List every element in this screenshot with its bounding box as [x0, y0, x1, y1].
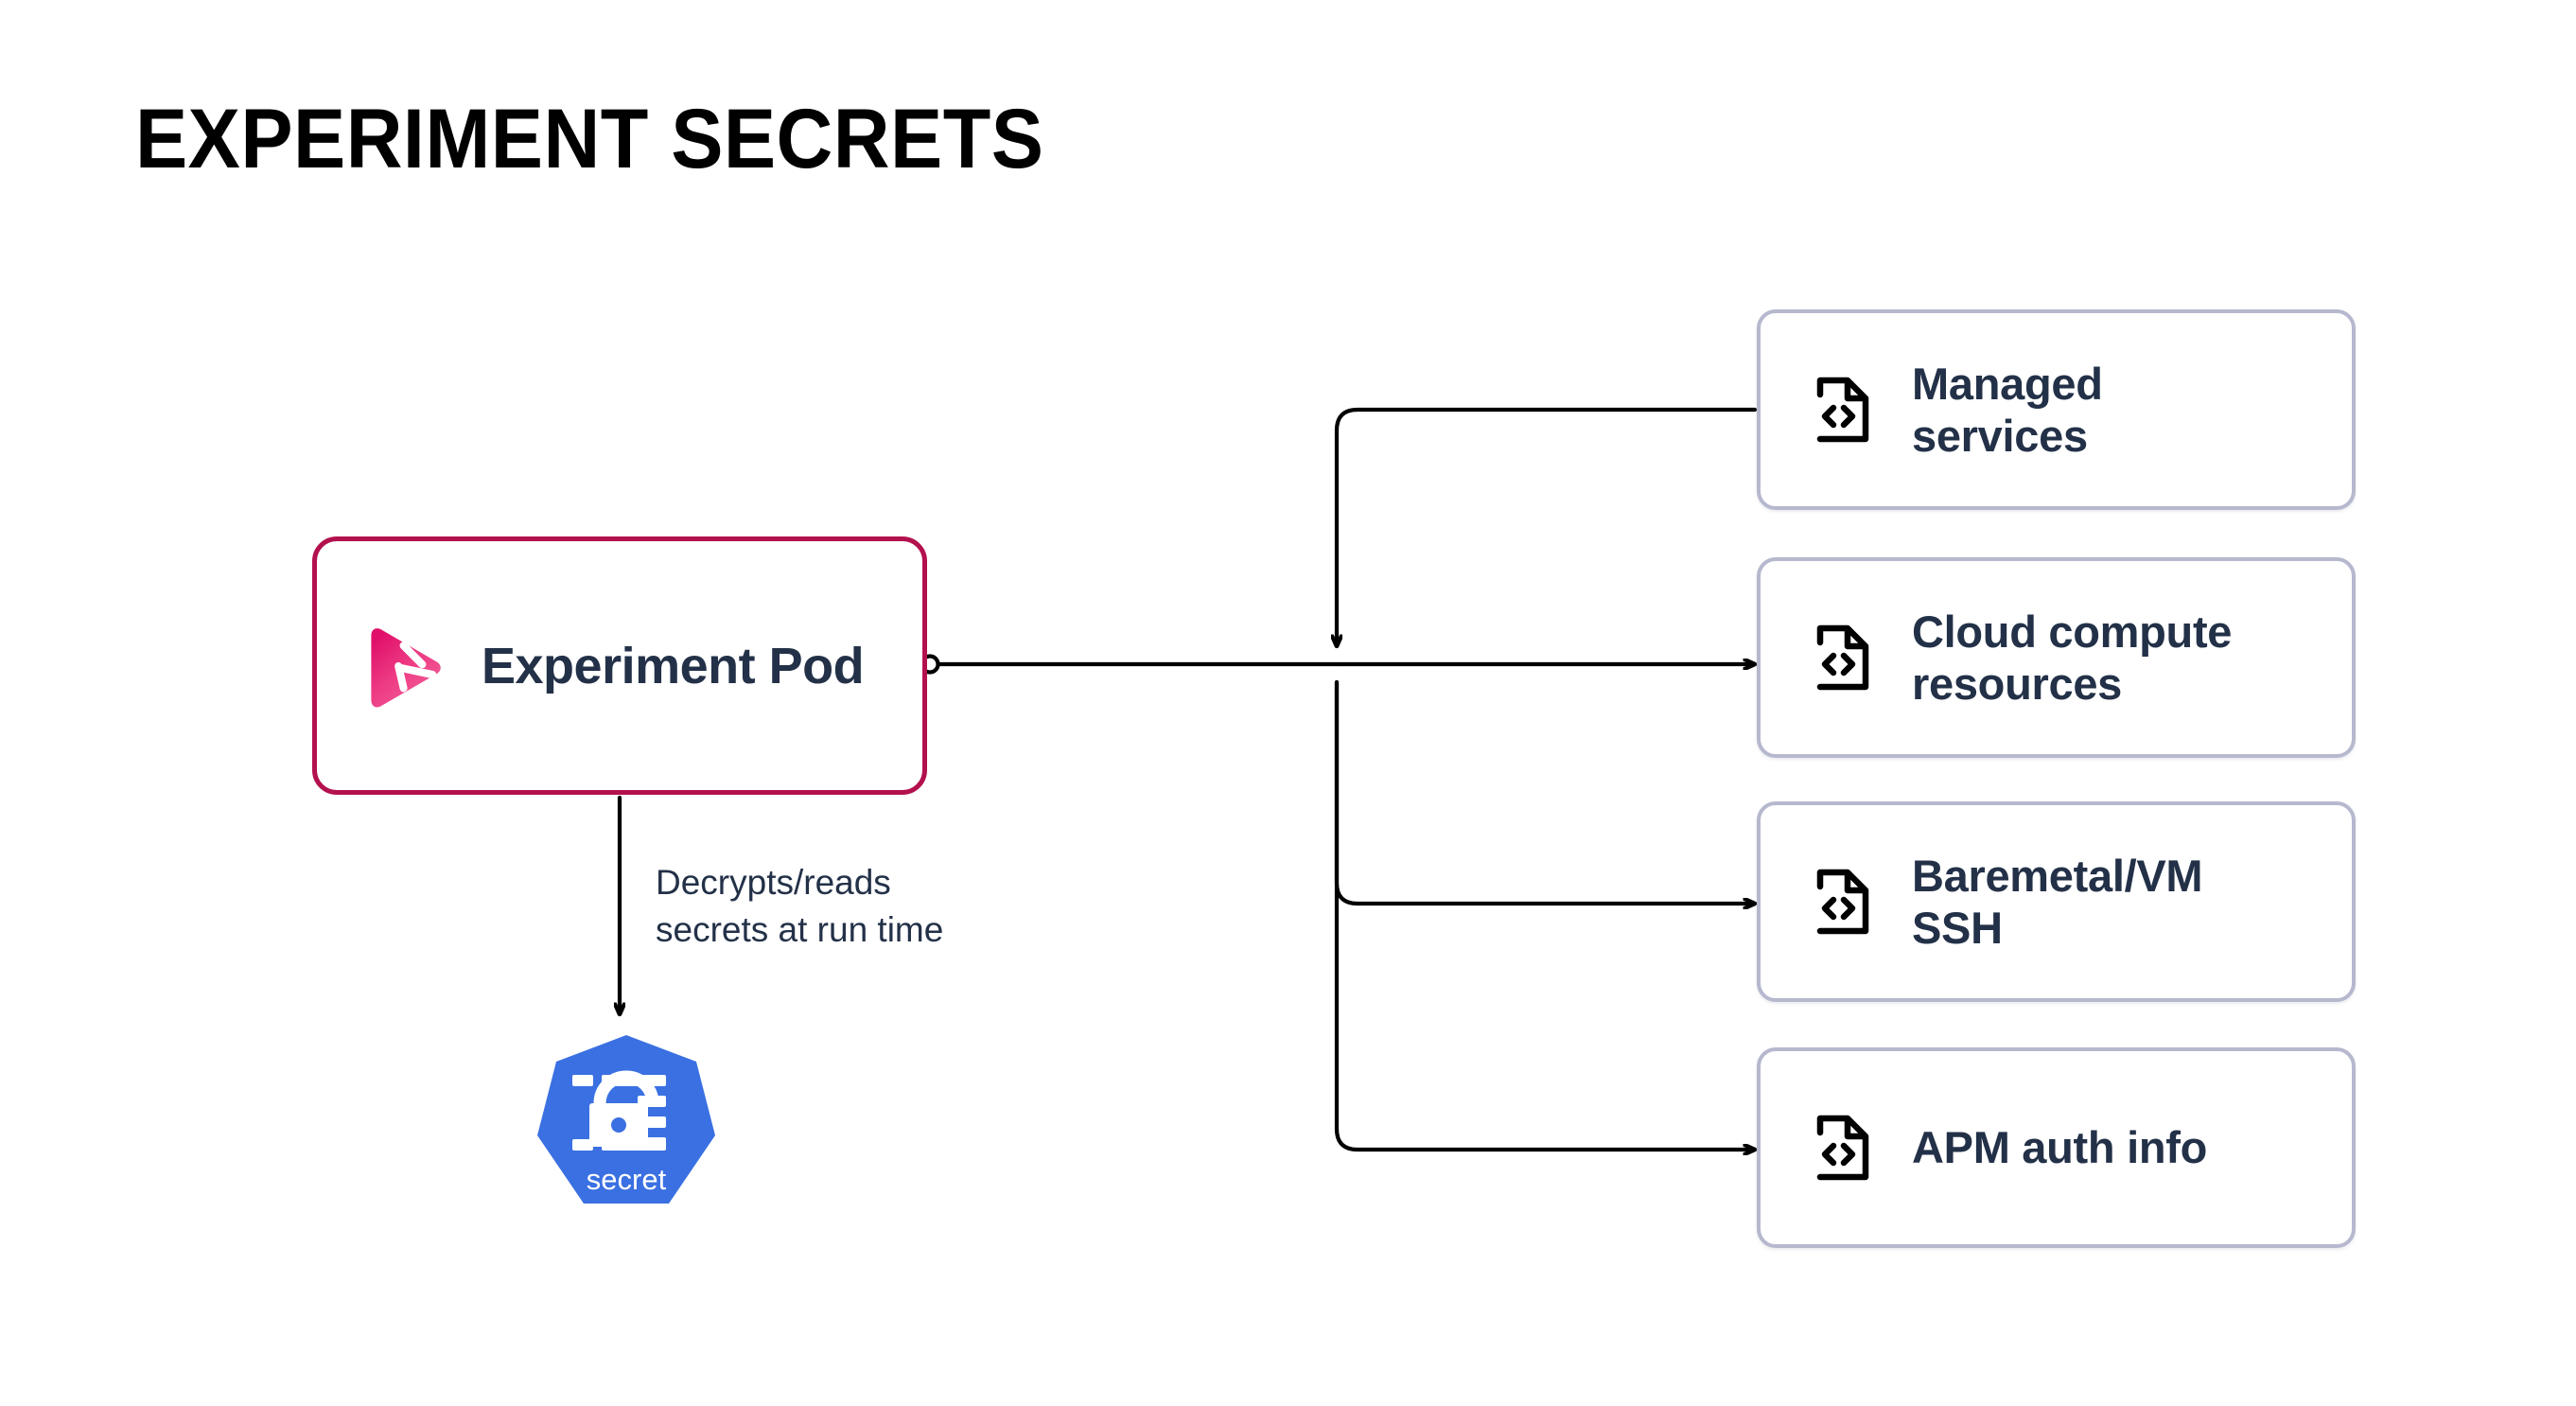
page-title: EXPERIMENT SECRETS — [135, 91, 1044, 185]
target-card-label: Cloud compute resources — [1912, 606, 2233, 709]
file-code-icon — [1815, 376, 1874, 444]
connector-branch-3 — [1334, 679, 1758, 904]
target-card-label: Managed services — [1912, 358, 2103, 461]
litmus-logo-icon — [366, 624, 451, 709]
target-card-managed-services[interactable]: Managed services — [1757, 309, 2356, 510]
connector-branch-4 — [1334, 679, 1758, 1150]
file-code-icon — [1815, 624, 1874, 692]
edge-label-decrypts-reads: Decrypts/reads secrets at run time — [656, 863, 944, 949]
secret-label: secret — [587, 1163, 667, 1196]
file-code-icon — [1815, 868, 1874, 936]
connector-branch-1 — [1337, 407, 1758, 649]
target-card-baremetal-vm-ssh[interactable]: Baremetal/VM SSH — [1757, 801, 2356, 1002]
kubernetes-secret-node[interactable]: secret — [534, 1033, 719, 1222]
target-card-apm-auth-info[interactable]: APM auth info — [1757, 1047, 2356, 1248]
target-card-label: Baremetal/VM SSH — [1912, 850, 2203, 953]
target-card-cloud-compute-resources[interactable]: Cloud compute resources — [1757, 557, 2356, 758]
target-card-label: APM auth info — [1912, 1122, 2207, 1173]
file-code-icon — [1815, 1114, 1874, 1182]
experiment-pod-node[interactable]: Experiment Pod — [312, 536, 927, 795]
experiment-pod-label: Experiment Pod — [482, 637, 865, 694]
